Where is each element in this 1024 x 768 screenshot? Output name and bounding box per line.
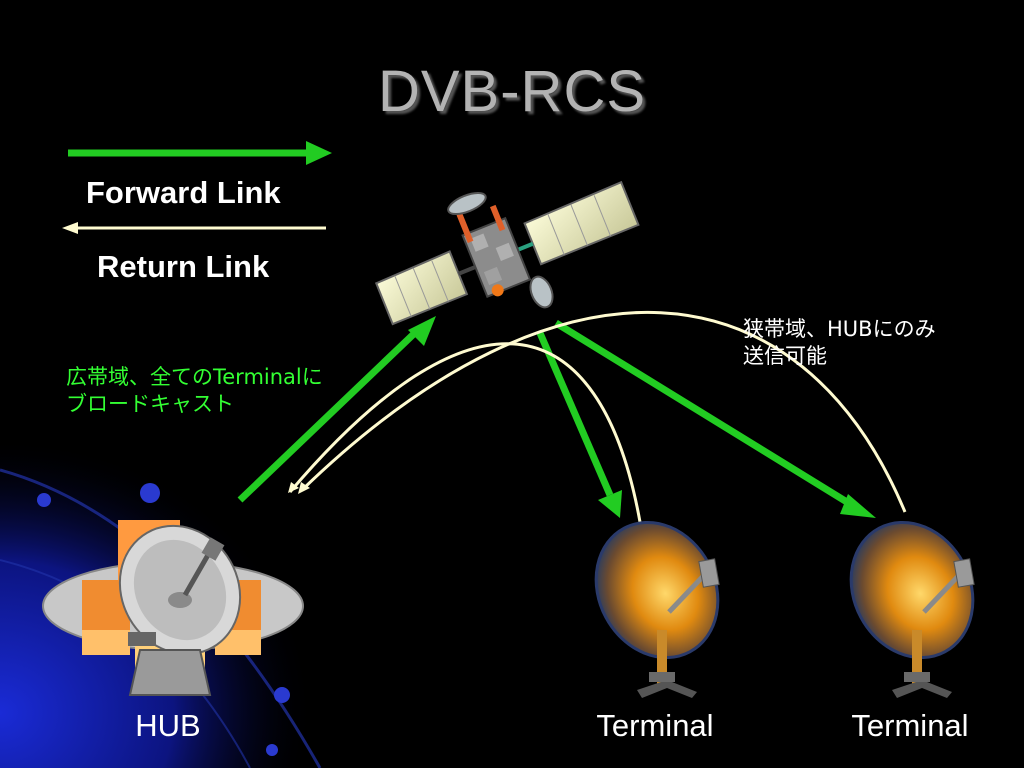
terminal-dish-icon bbox=[849, 520, 975, 698]
glow-dot bbox=[140, 483, 160, 503]
legend-return-arrow bbox=[62, 222, 326, 234]
forward-link-uplink bbox=[237, 316, 436, 503]
legend-forward-label: Forward Link bbox=[86, 175, 281, 210]
narrowband-note-line2: 送信可能 bbox=[743, 344, 827, 368]
terminal2-label: Terminal bbox=[851, 708, 969, 743]
glow-dot bbox=[37, 493, 51, 507]
return-link-terminal1 bbox=[288, 342, 642, 523]
narrowband-note: 狭帯域、HUBにのみ 送信可能 bbox=[743, 316, 1003, 370]
forward-link-terminal2 bbox=[554, 320, 876, 518]
forward-link-terminal1 bbox=[536, 331, 622, 518]
legend-forward-arrow bbox=[68, 141, 332, 165]
return-link-terminal2 bbox=[298, 311, 907, 513]
terminal-dish-icon bbox=[594, 520, 720, 698]
hub-label: HUB bbox=[135, 708, 201, 743]
satellite-icon bbox=[374, 180, 640, 326]
glow-dot bbox=[274, 687, 290, 703]
glow-dot bbox=[266, 744, 278, 756]
broadcast-note-line2: ブロードキャスト bbox=[66, 392, 234, 416]
slide-title: DVB-RCS bbox=[377, 59, 647, 124]
narrowband-note-line1: 狭帯域、HUBにのみ bbox=[743, 317, 936, 341]
broadcast-note: 広帯域、全てのTerminalに ブロードキャスト bbox=[66, 364, 366, 418]
legend-return-label: Return Link bbox=[97, 249, 270, 284]
terminal1-label: Terminal bbox=[596, 708, 714, 743]
hub-dish-icon bbox=[42, 520, 304, 696]
broadcast-note-line1: 広帯域、全てのTerminalに bbox=[66, 365, 323, 389]
